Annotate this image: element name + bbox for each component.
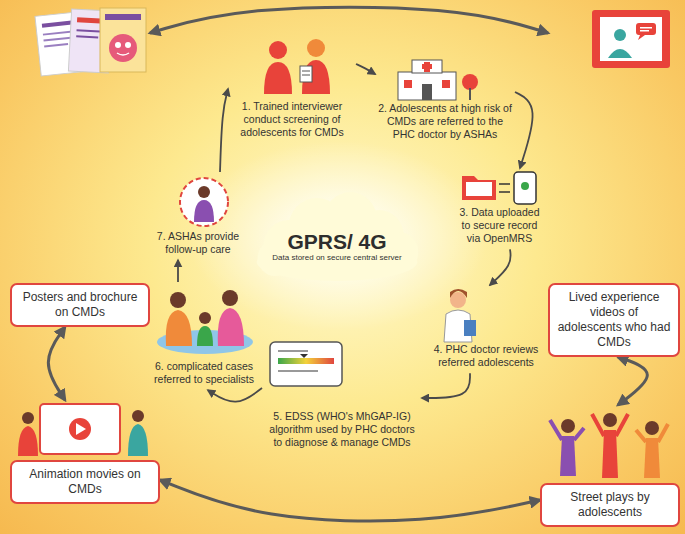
doctor-illustration: [444, 289, 476, 342]
cycle-arrow: [160, 480, 540, 521]
step-text: 3. Data uploaded to secure record via Op…: [455, 206, 544, 249]
process-step: 4. PHC doctor reviews referred adolescen…: [426, 285, 546, 373]
hospital-illustration: [398, 60, 478, 100]
cloud-text: GPRS/ 4G: [287, 230, 386, 253]
flow-arrow: [177, 260, 179, 282]
specialist-illustration: [157, 290, 253, 354]
cycle-arrow: [48, 327, 65, 400]
upload-illustration: [462, 172, 536, 204]
process-step: 1. Trained interviewer conduct screening…: [228, 34, 356, 143]
asha-illustration: [180, 178, 228, 226]
media-box: Animation movies on CMDs: [10, 400, 160, 504]
media-box: Lived experience videos of adolescents w…: [548, 5, 680, 357]
flow-arrow: [220, 89, 228, 172]
flow-arrow: [515, 92, 533, 168]
flow-arrow: [208, 388, 262, 402]
media-label: Lived experience videos of adolescents w…: [548, 283, 680, 357]
process-step: 5. EDSS (WHO's MhGAP-IG) algorithm used …: [262, 338, 422, 453]
animation-illustration: [18, 404, 148, 456]
server-cloud: GPRS/ 4GData stored on secure central se…: [250, 188, 424, 283]
tablet-illustration: [270, 342, 342, 386]
step-text: 2. Adolescents at high risk of CMDs are …: [375, 102, 515, 145]
media-label: Animation movies on CMDs: [10, 460, 160, 504]
cycle-arrow: [150, 7, 548, 33]
step-text: 4. PHC doctor reviews referred adolescen…: [426, 343, 546, 373]
screening-illustration: [264, 39, 330, 94]
flow-arrow: [356, 64, 375, 74]
street-play-illustration: [550, 413, 668, 478]
media-box: Street plays by adolescents: [540, 405, 680, 527]
cloud-text: Data stored on secure central server: [272, 253, 401, 263]
step-text: 5. EDSS (WHO's MhGAP-IG) algorithm used …: [262, 410, 422, 453]
media-box: Posters and brochure on CMDs: [10, 5, 150, 327]
flow-arrow: [490, 249, 511, 285]
process-step: 2. Adolescents at high risk of CMDs are …: [375, 52, 515, 145]
cycle-arrow: [618, 357, 647, 405]
process-step: 7. ASHAs provide follow-up care: [150, 172, 246, 260]
process-step: 6. complicated cases referred to special…: [148, 282, 260, 390]
step-text: 6. complicated cases referred to special…: [148, 360, 260, 390]
posters-illustration: [35, 8, 146, 76]
flow-arrow: [422, 373, 470, 398]
step-text: 7. ASHAs provide follow-up care: [150, 230, 246, 260]
media-label: Posters and brochure on CMDs: [10, 283, 150, 327]
media-label: Street plays by adolescents: [540, 483, 680, 527]
step-text: 1. Trained interviewer conduct screening…: [228, 100, 356, 143]
process-step: 3. Data uploaded to secure record via Op…: [455, 168, 544, 249]
video-illustration: [592, 10, 670, 68]
